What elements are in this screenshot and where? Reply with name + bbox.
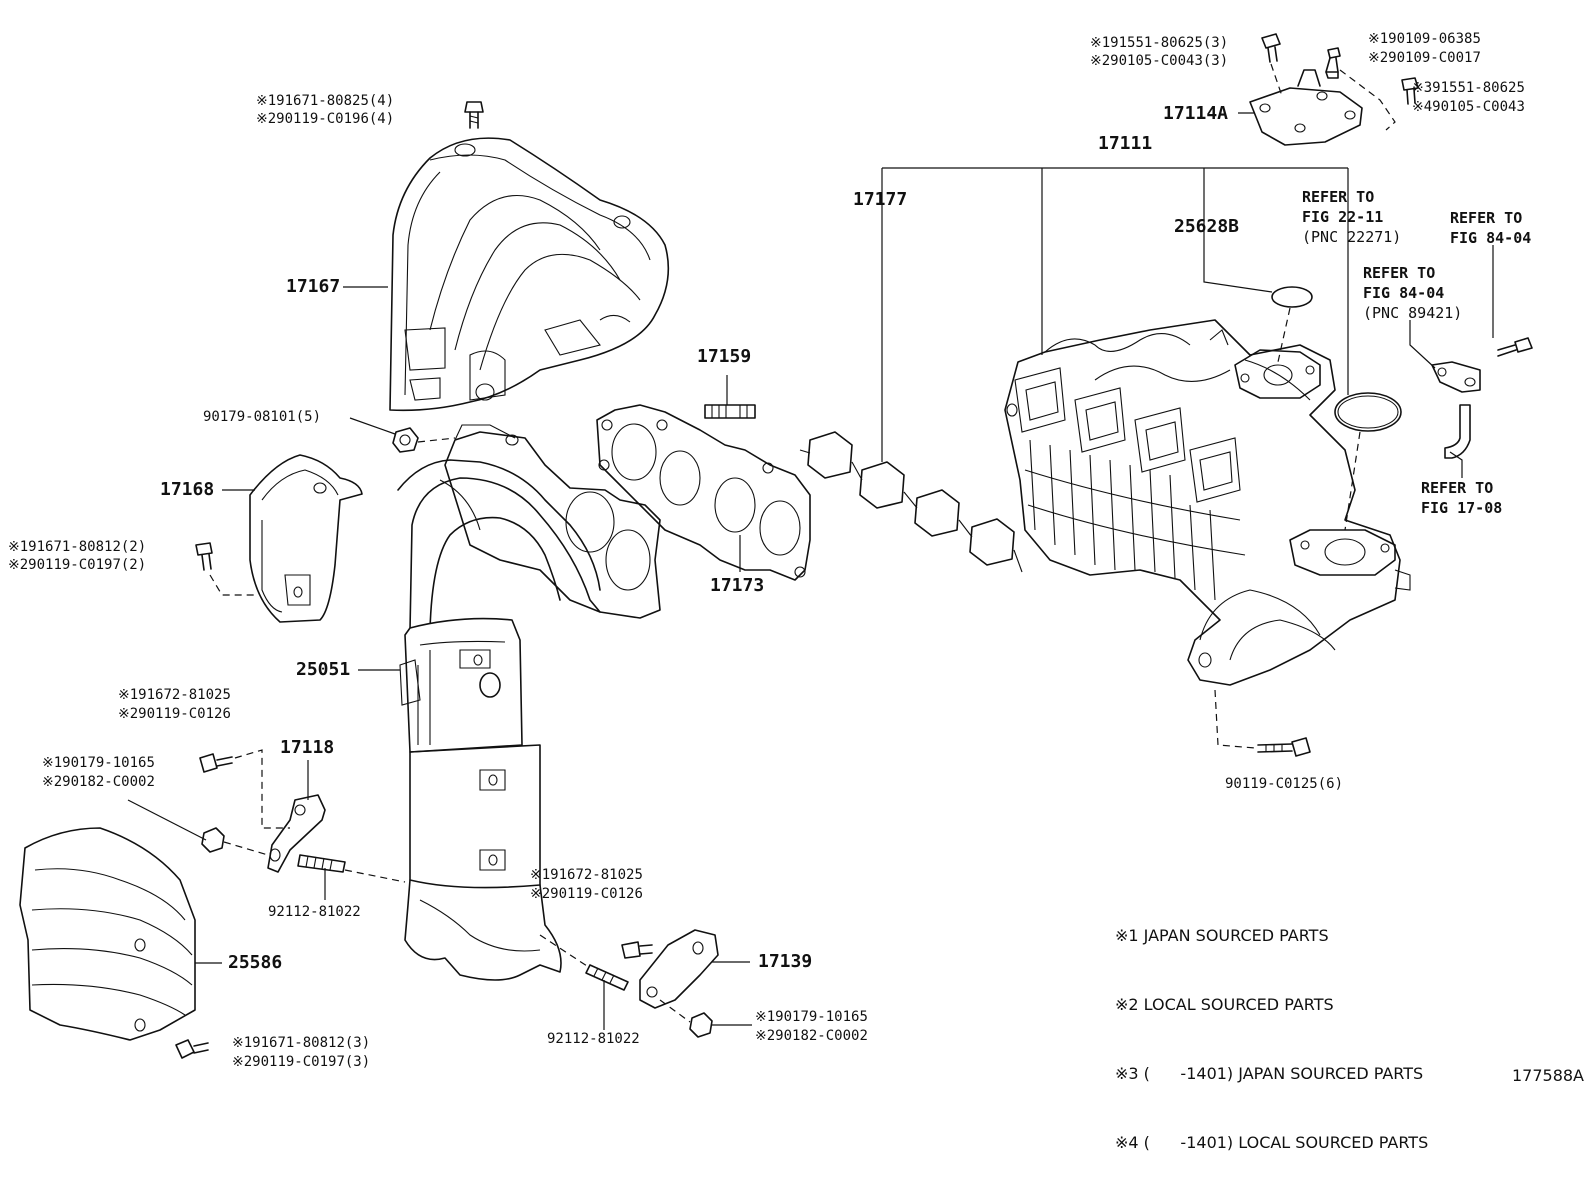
callout-heat-bolt-jp: ※191671-80825(4) bbox=[256, 93, 395, 109]
callout-bottom-bolt-local: ※290119-C0197(3) bbox=[232, 1054, 371, 1070]
figure-code: 177588A bbox=[1511, 1066, 1584, 1085]
bolt-icon bbox=[199, 753, 233, 773]
bolt-icon bbox=[1257, 737, 1311, 757]
legend-row: ※4 ( -1401) LOCAL SOURCED PARTS bbox=[1115, 1133, 1429, 1152]
bolt-icon bbox=[1401, 77, 1419, 105]
exhaust-manifold-25051 bbox=[397, 424, 661, 981]
sourcing-legend: ※1 JAPAN SOURCED PARTS ※2 LOCAL SOURCED … bbox=[1115, 878, 1428, 1177]
nut-icon bbox=[201, 827, 225, 853]
callout-17168-bolt-local: ※290119-C0197(2) bbox=[8, 557, 147, 573]
part-number-17167: 17167 bbox=[286, 276, 341, 297]
part-number-17177: 17177 bbox=[853, 189, 908, 210]
part-number-17111: 17111 bbox=[1098, 133, 1153, 154]
legend-row: ※2 LOCAL SOURCED PARTS bbox=[1115, 995, 1334, 1014]
nut-icon bbox=[392, 427, 419, 453]
sensor-icon bbox=[1431, 361, 1481, 393]
callout-r-nut-local: ※290182-C0002 bbox=[755, 1028, 868, 1044]
parts-diagram: 17111 17177 25628B 17114A 17167 17159 17… bbox=[8, 31, 1584, 1152]
intake-manifold-17111 bbox=[1004, 319, 1411, 686]
callout-r-bolt-jp: ※191672-81025 bbox=[530, 867, 643, 883]
callout-top-bolt-jp: ※191551-80625(3) bbox=[1090, 35, 1229, 51]
bolt-icon bbox=[195, 542, 213, 571]
bracket-17118 bbox=[267, 794, 326, 873]
gasket-set-17177 bbox=[799, 431, 1023, 573]
stud-icon bbox=[1325, 47, 1341, 79]
o-ring-icon bbox=[1334, 392, 1402, 432]
callout-bracket-nut-jp: ※190179-10165 bbox=[42, 755, 155, 771]
gasket-17173 bbox=[596, 404, 811, 581]
callout-cover-bolt-jp: ※391551-80625 bbox=[1412, 80, 1525, 96]
callout-top-stud-local: ※290109-C0017 bbox=[1368, 50, 1481, 66]
callout-stud-92112-left: 92112-81022 bbox=[268, 904, 361, 920]
bolt-icon bbox=[464, 101, 484, 129]
cover-17114a bbox=[1249, 69, 1363, 146]
callout-top-stud-jp: ※190109-06385 bbox=[1368, 31, 1481, 47]
diagram-drawing bbox=[19, 33, 1533, 1059]
callout-bracket-bolt-jp: ※191672-81025 bbox=[118, 687, 231, 703]
stud-icon bbox=[297, 854, 346, 873]
bracket-17139 bbox=[639, 929, 719, 1009]
bolt-icon bbox=[621, 941, 653, 959]
insulator-17168 bbox=[249, 454, 363, 623]
part-number-17159: 17159 bbox=[697, 346, 752, 367]
callout-top-bolt-local: ※290105-C0043(3) bbox=[1090, 53, 1229, 69]
leader-lines bbox=[127, 112, 1494, 1030]
bolt-icon bbox=[175, 1039, 209, 1059]
part-number-17139: 17139 bbox=[758, 951, 813, 972]
callout-17168-bolt-jp: ※191671-80812(2) bbox=[8, 539, 147, 555]
bolt-icon bbox=[1261, 33, 1281, 63]
part-number-25051: 25051 bbox=[296, 659, 351, 680]
callout-bottom-bolt-jp: ※191671-80812(3) bbox=[232, 1035, 371, 1051]
callout-bracket-bolt-local: ※290119-C0126 bbox=[118, 706, 231, 722]
stud-17159 bbox=[704, 404, 756, 419]
callout-r-bolt-local: ※290119-C0126 bbox=[530, 886, 643, 902]
part-number-17114a: 17114A bbox=[1163, 103, 1229, 124]
nut-icon bbox=[689, 1012, 713, 1038]
legend-row: ※3 ( -1401) JAPAN SOURCED PARTS bbox=[1115, 1064, 1424, 1083]
insulator-25586 bbox=[19, 827, 196, 1041]
part-number-17168: 17168 bbox=[160, 479, 215, 500]
o-ring-25628b bbox=[1271, 286, 1313, 308]
heat-insulator-17167 bbox=[389, 137, 670, 412]
part-number-17118: 17118 bbox=[280, 737, 335, 758]
callout-bracket-nut-local: ※290182-C0002 bbox=[42, 774, 155, 790]
part-number-17173: 17173 bbox=[710, 575, 765, 596]
callout-manifold-bolt: 90119-C0125(6) bbox=[1225, 776, 1344, 792]
callout-stud-92112-right: 92112-81022 bbox=[547, 1031, 640, 1047]
hose-icon bbox=[1444, 404, 1471, 459]
stud-icon bbox=[585, 964, 629, 991]
part-number-25586: 25586 bbox=[228, 952, 283, 973]
callout-r-nut-jp: ※190179-10165 bbox=[755, 1009, 868, 1025]
bolt-icon bbox=[1497, 337, 1533, 357]
legend-row: ※1 JAPAN SOURCED PARTS bbox=[1115, 926, 1329, 945]
part-number-25628b: 25628B bbox=[1174, 216, 1240, 237]
callout-nut-90179: 90179-08101(5) bbox=[203, 409, 322, 425]
callout-cover-bolt-local: ※490105-C0043 bbox=[1412, 99, 1525, 115]
callout-heat-bolt-local: ※290119-C0196(4) bbox=[256, 111, 395, 127]
